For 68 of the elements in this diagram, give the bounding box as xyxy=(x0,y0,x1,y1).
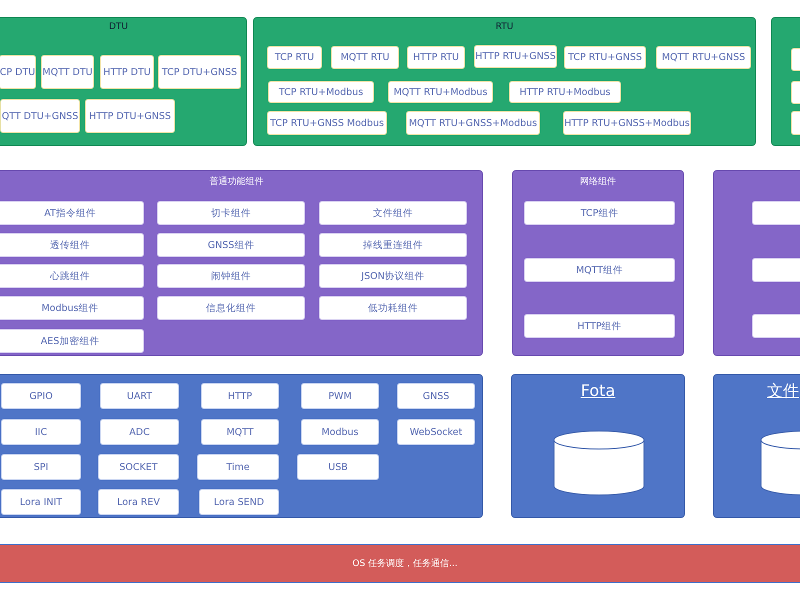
component-tile: TCP RTU+Modbus xyxy=(268,81,374,103)
panel-title: RTU xyxy=(496,22,514,32)
panel-title: 文件 xyxy=(767,381,799,400)
component-tile: SPI xyxy=(1,454,81,480)
panel-title: 普通功能组件 xyxy=(210,177,264,187)
component-tile: HTTP xyxy=(201,383,279,409)
component-tile: USB xyxy=(297,454,379,480)
component-tile: 低功耗组件 xyxy=(319,296,467,320)
panel-title: Fota xyxy=(580,381,616,400)
component-tile: Modbus组件 xyxy=(0,296,144,320)
component-tile: HTTP RTU+GNSS xyxy=(474,45,557,68)
component-tile xyxy=(752,201,800,225)
module-panel xyxy=(0,170,483,356)
component-tile: ADC xyxy=(100,419,179,445)
module-panel xyxy=(511,374,685,518)
os-layer-bar: OS 任务调度，任务通信... xyxy=(0,544,800,583)
empty-panel xyxy=(0,374,483,518)
component-tile: IIC xyxy=(1,419,81,445)
component-tile: MQTT RTU+GNSS xyxy=(656,46,751,69)
component-tile: MQTT RTU+Modbus xyxy=(388,81,493,103)
component-tile: HTTP RTU+GNSS+Modbus xyxy=(563,111,691,135)
component-tile xyxy=(752,258,800,282)
component-tile: SOCKET xyxy=(98,454,179,480)
component-tile: Lora REV xyxy=(98,489,179,515)
component-tile: Time xyxy=(197,454,279,480)
component-tile: TCP RTU xyxy=(267,46,322,69)
module-panel xyxy=(253,17,756,146)
component-tile: Modbus xyxy=(301,419,379,445)
component-tile: GNSS xyxy=(397,383,475,409)
panel-title: 网络组件 xyxy=(580,177,616,187)
component-tile: TCP RTU+GNSS Modbus xyxy=(267,111,387,135)
component-tile: HTTP RTU xyxy=(407,46,465,69)
module-panel xyxy=(512,170,684,356)
component-tile: UART xyxy=(100,383,179,409)
component-tile: HTTP RTU+Modbus xyxy=(509,81,621,103)
component-tile: 闹钟组件 xyxy=(157,264,305,288)
component-tile: TCP组件 xyxy=(524,201,675,225)
component-tile: AES加密组件 xyxy=(0,329,144,353)
component-tile: 信息化组件 xyxy=(157,296,305,320)
component-tile xyxy=(752,314,800,338)
component-tile: MQTT xyxy=(201,419,279,445)
empty-panel xyxy=(713,170,800,356)
component-tile: TCP RTU+GNSS xyxy=(564,46,646,69)
component-tile: MQTT RTU xyxy=(331,46,399,69)
component-tile: Lora INIT xyxy=(1,489,81,515)
component-tile: 切卡组件 xyxy=(157,201,305,225)
module-panel xyxy=(0,17,247,146)
panel-title: DTU xyxy=(108,22,128,32)
component-tile: QTT DTU+GNSS xyxy=(0,99,80,133)
component-tile: JSON协议组件 xyxy=(319,264,467,288)
component-tile: 心跳组件 xyxy=(0,264,144,288)
component-tile: TCP DTU+GNSS xyxy=(158,55,241,89)
component-tile: MQTT组件 xyxy=(524,258,675,282)
component-tile: GNSS组件 xyxy=(157,233,305,257)
component-tile: 透传组件 xyxy=(0,233,144,257)
component-tile: HTTP DTU+GNSS xyxy=(85,99,175,133)
component-tile: HTTP DTU xyxy=(100,55,154,89)
component-tile: HTTP组件 xyxy=(524,314,675,338)
component-tile: AT指令组件 xyxy=(0,201,144,225)
component-tile: MQTT DTU xyxy=(41,55,94,89)
component-tile: Lora SEND xyxy=(199,489,279,515)
component-tile: 掉线重连组件 xyxy=(319,233,467,257)
component-tile: PWM xyxy=(301,383,379,409)
component-tile: WebSocket xyxy=(397,419,475,445)
component-tile: CP DTU xyxy=(0,55,36,89)
component-tile: MQTT RTU+GNSS+Modbus xyxy=(406,111,540,135)
component-tile: GPIO xyxy=(1,383,81,409)
component-tile: 文件组件 xyxy=(319,201,467,225)
